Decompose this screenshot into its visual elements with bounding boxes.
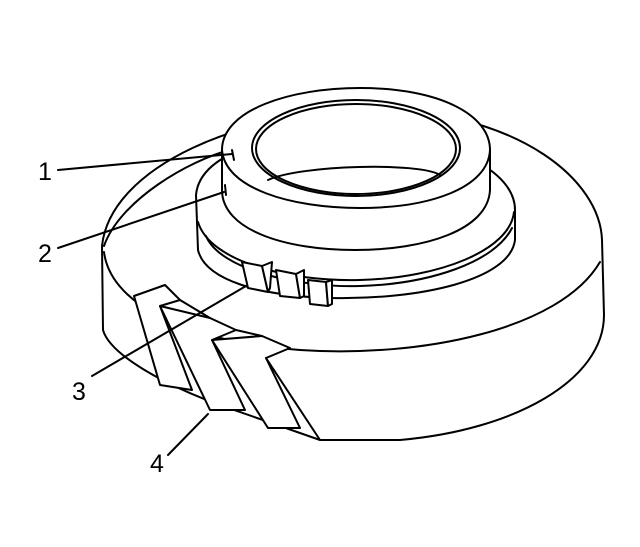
callout-label-4: 4 bbox=[150, 450, 164, 478]
step-ring-inner-edge bbox=[197, 211, 515, 282]
hub-bore-outer bbox=[251, 99, 461, 197]
hub-bore-inner bbox=[255, 103, 457, 195]
callout-label-3: 3 bbox=[72, 378, 86, 406]
hub-lip-1 bbox=[231, 149, 235, 161]
leader-line-1 bbox=[57, 153, 233, 171]
leader-line-2 bbox=[57, 191, 225, 249]
step-ring-shadow-line bbox=[205, 227, 513, 288]
leader-line-4 bbox=[167, 413, 209, 456]
base-lower-edge bbox=[103, 251, 601, 353]
leader-line-3 bbox=[91, 285, 247, 377]
dog-teeth bbox=[241, 261, 333, 307]
hub-front-edge bbox=[221, 149, 491, 209]
hub-body bbox=[221, 87, 491, 251]
callout-label-1: 1 bbox=[38, 158, 52, 186]
hub-bore-far-wall bbox=[267, 165, 441, 181]
hub-lip-2 bbox=[224, 184, 227, 196]
callout-label-2: 2 bbox=[38, 240, 52, 268]
helical-teeth bbox=[133, 284, 321, 441]
